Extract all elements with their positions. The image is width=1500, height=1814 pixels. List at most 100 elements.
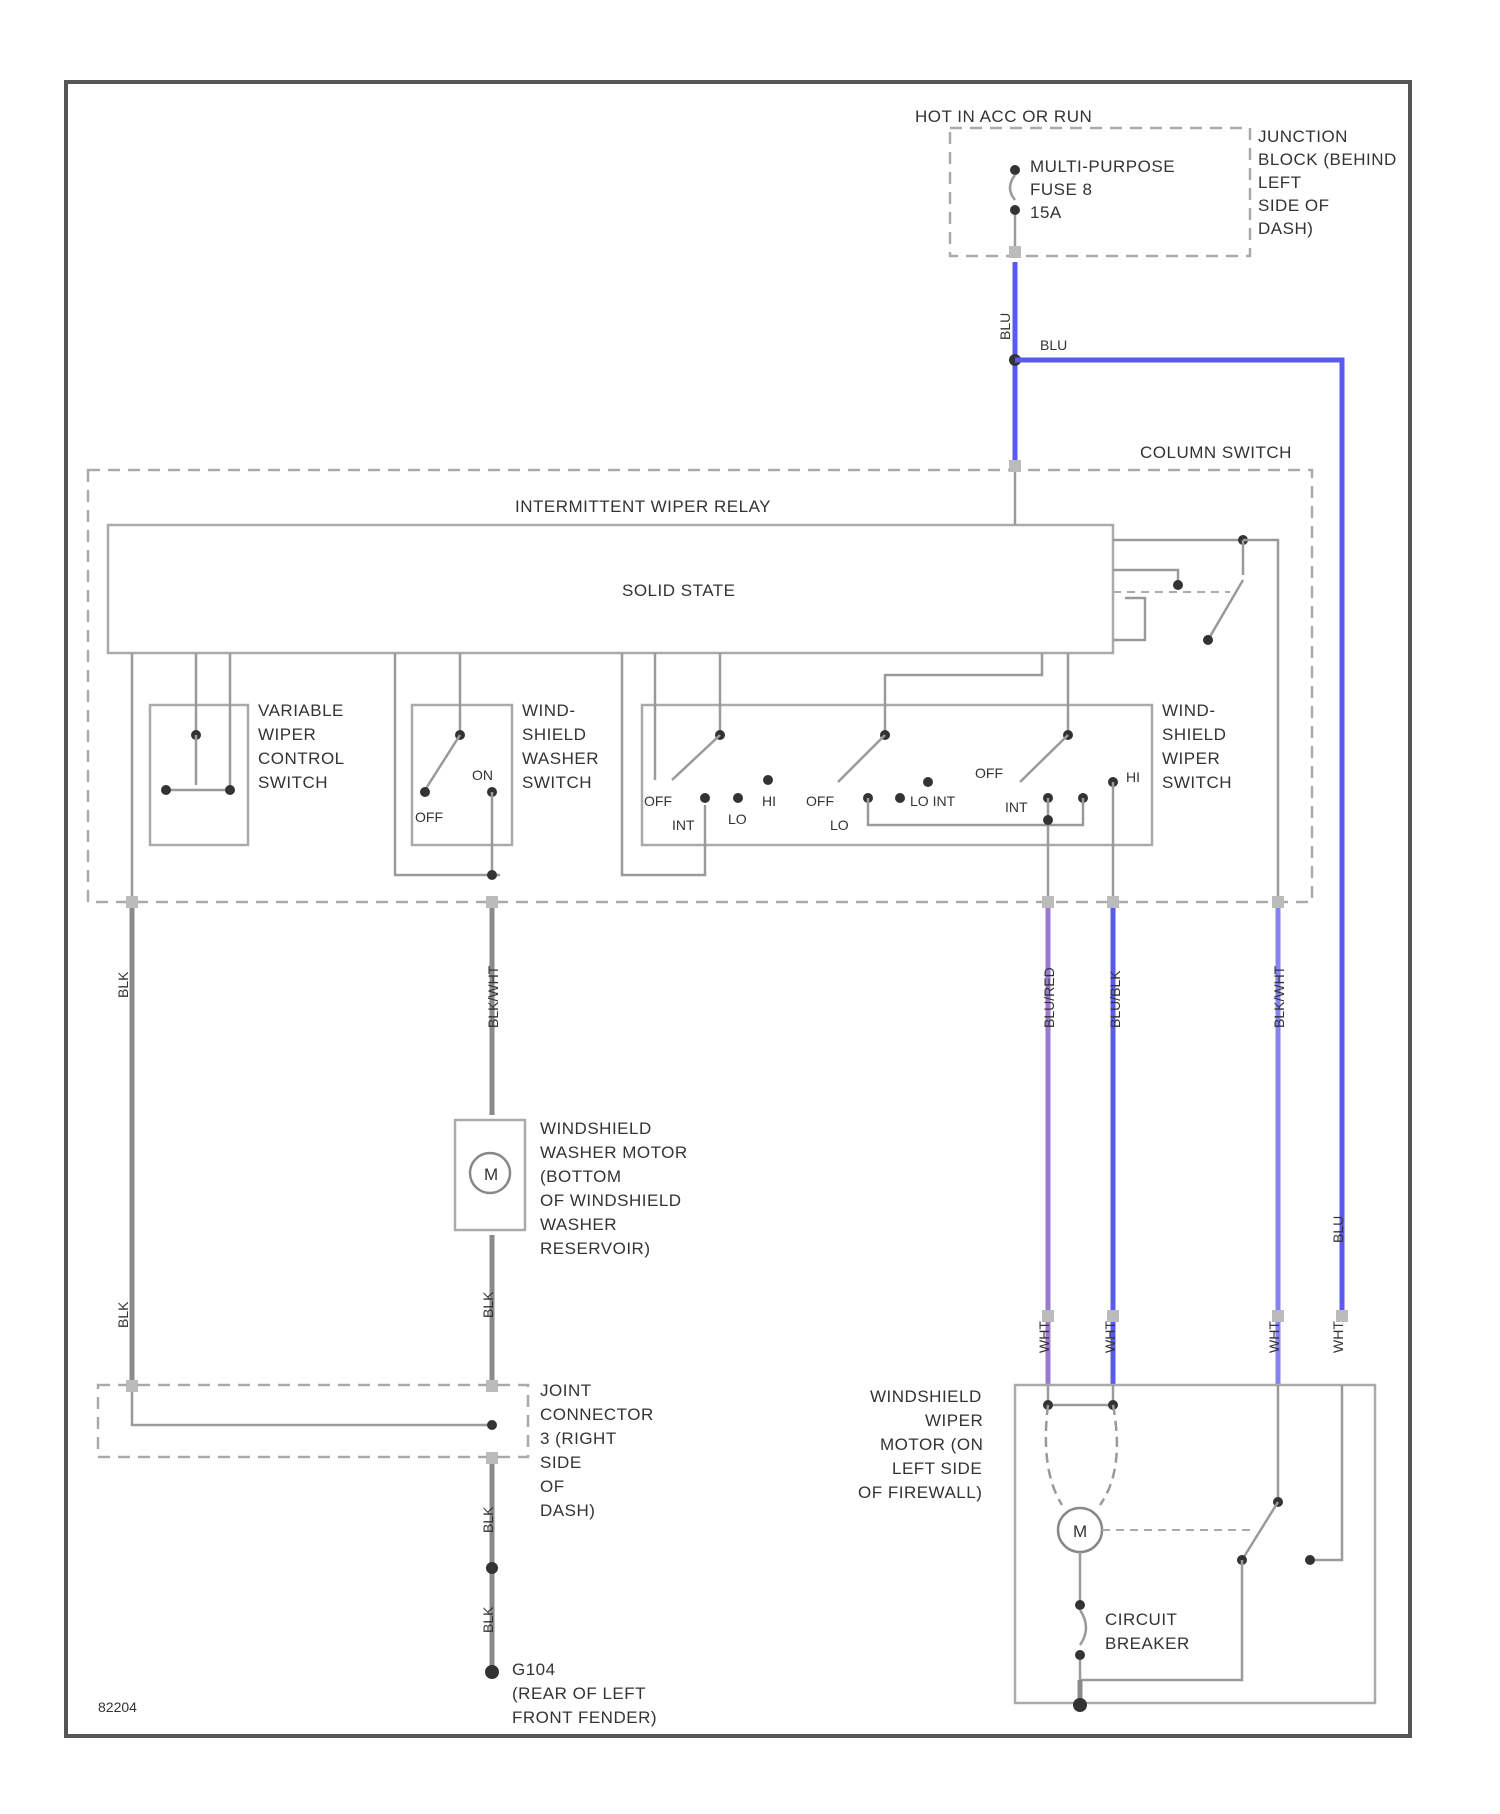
variable-switch-box xyxy=(150,705,248,845)
washer-switch-label-3: WASHER xyxy=(522,749,599,768)
power-source-label: HOT IN ACC OR RUN xyxy=(915,107,1092,126)
wiper-switch-label-4: SWITCH xyxy=(1162,773,1232,792)
joint-connector-label-1: JOINT xyxy=(540,1381,592,1400)
wire-label-blk-wht: BLK/WHT xyxy=(485,965,501,1028)
joint-connector-label-6: DASH) xyxy=(540,1501,595,1520)
wiper-switch-label-2: SHIELD xyxy=(1162,725,1226,744)
joint-connector-label-5: OF xyxy=(540,1477,565,1496)
wiper-switch-lead-c xyxy=(885,653,1042,735)
washer-switch-label-4: SWITCH xyxy=(522,773,592,792)
wiper-motor-label-2: WIPER xyxy=(925,1411,983,1430)
wire-label-blu-wht: BLK/WHT xyxy=(1271,965,1287,1028)
wiper-sw3-arm xyxy=(1020,735,1068,782)
wiper-lo-int-label: LO INT xyxy=(910,793,956,809)
wiper-off-label-1: OFF xyxy=(644,793,672,809)
variable-switch-label-2: WIPER xyxy=(258,725,316,744)
wiper-lo-label-2: LO xyxy=(830,817,849,833)
breaker-terminal-bottom xyxy=(1075,1650,1085,1660)
ground-splice xyxy=(486,1562,498,1574)
wiper-off-label-2: OFF xyxy=(806,793,834,809)
wiper-hi-label-3: HI xyxy=(1126,769,1140,785)
washer-on-label: ON xyxy=(472,767,493,783)
circuit-breaker-label-2: BREAKER xyxy=(1105,1634,1190,1653)
fuse-terminal-bottom xyxy=(1010,205,1020,215)
park-switch-contact-2 xyxy=(1305,1555,1315,1565)
wire-label-blk-ground: BLK xyxy=(480,1606,496,1633)
wire-label-blk-lower: BLK xyxy=(480,1506,496,1533)
wiper-sw1-int xyxy=(700,793,710,803)
wiper-motor-label-5: OF FIREWALL) xyxy=(858,1483,982,1502)
relay-contact-3 xyxy=(1173,580,1183,590)
relay-contact-2 xyxy=(1203,635,1213,645)
wiper-motor-ground-icon xyxy=(1073,1698,1087,1712)
fuse-icon xyxy=(1010,175,1015,200)
wiper-off-label-3: OFF xyxy=(975,765,1003,781)
wiper-motor-box xyxy=(1015,1385,1375,1703)
wire-label-blu-blk: BLU/BLK xyxy=(1107,970,1123,1028)
ground-label-3: FRONT FENDER) xyxy=(512,1708,657,1727)
washer-switch-label-2: SHIELD xyxy=(522,725,586,744)
joint-connector-label-2: CONNECTOR xyxy=(540,1405,654,1424)
wire-label-wht-1: WHT xyxy=(1036,1321,1052,1353)
washer-switch-off-contact xyxy=(420,787,430,797)
wire-label-blk-left-2: BLK xyxy=(115,1301,131,1328)
breaker-terminal-top xyxy=(1075,1600,1085,1610)
wiper-motor-windings xyxy=(1046,1405,1117,1505)
wiper-motor-label-4: LEFT SIDE xyxy=(892,1459,982,1478)
wiper-int-label-3: INT xyxy=(1005,799,1028,815)
wiper-switch-frame-lead xyxy=(622,653,705,875)
washer-switch-label-1: WIND- xyxy=(522,701,575,720)
relay-label: INTERMITTENT WIPER RELAY xyxy=(515,497,771,516)
fuse-terminal-top xyxy=(1010,165,1020,175)
wiper-switch-label-3: WIPER xyxy=(1162,749,1220,768)
connector-ticks xyxy=(126,246,1348,1464)
figure-id: 82204 xyxy=(98,1699,137,1715)
washer-motor-label-6: RESERVOIR) xyxy=(540,1239,651,1258)
joint-connector-splice xyxy=(487,1420,497,1430)
junction-block-label-5: DASH) xyxy=(1258,219,1313,238)
washer-motor-label-2: WASHER MOTOR xyxy=(540,1143,688,1162)
wiper-motor-label-3: MOTOR (ON xyxy=(880,1435,983,1454)
wiper-sw1-hi xyxy=(763,775,773,785)
column-switch-outline xyxy=(88,470,1312,902)
washer-motor-label-1: WINDSHIELD xyxy=(540,1119,652,1138)
wiper-output-splice xyxy=(1043,815,1053,825)
relay-switch-arm xyxy=(1208,580,1243,640)
washer-switch-arm xyxy=(425,735,460,790)
ground-icon xyxy=(485,1665,499,1679)
blu-branch-wire xyxy=(1015,360,1342,1310)
variable-switch-end-1 xyxy=(161,785,171,795)
junction-block-outline xyxy=(950,128,1250,256)
wire-label-blu-branch: BLU xyxy=(1040,337,1067,353)
park-switch-blu-lead xyxy=(1310,1385,1342,1560)
wiper-int-label-1: INT xyxy=(672,817,695,833)
wiper-sw1-lo xyxy=(733,793,743,803)
fuse-label-1: MULTI-PURPOSE xyxy=(1030,157,1175,176)
junction-block-label-1: JUNCTION xyxy=(1258,127,1348,146)
wiper-sw2-a xyxy=(895,793,905,803)
wiper-motor-label-1: WINDSHIELD xyxy=(870,1387,982,1406)
wiper-sw1-arm xyxy=(672,735,720,780)
wiper-hi-label-1: HI xyxy=(762,793,776,809)
wire-label-blk-left: BLK xyxy=(115,971,131,998)
relay-to-output-4 xyxy=(1243,540,1278,900)
wire-label-wht-3: WHT xyxy=(1266,1321,1282,1353)
junction-block-label-2: BLOCK (BEHIND xyxy=(1258,150,1397,169)
washer-motor-m: M xyxy=(484,1165,499,1184)
wiper-motor-brush-link xyxy=(1048,1385,1113,1405)
wire-label-blu-feed: BLU xyxy=(997,313,1013,340)
wire-label-blk-mid: BLK xyxy=(480,1291,496,1318)
joint-connector-label-3: 3 (RIGHT xyxy=(540,1429,617,1448)
variable-switch-label-4: SWITCH xyxy=(258,773,328,792)
washer-motor-label-4: OF WINDSHIELD xyxy=(540,1191,682,1210)
wire-label-wht-4: WHT xyxy=(1330,1321,1346,1353)
joint-connector-bus xyxy=(132,1385,492,1425)
washer-motor-label-5: WASHER xyxy=(540,1215,617,1234)
circuit-breaker-icon xyxy=(1080,1610,1086,1645)
fuse-label-3: 15A xyxy=(1030,203,1062,222)
wiper-lo-label-1: LO xyxy=(728,811,747,827)
relay-loop xyxy=(1113,598,1145,640)
washer-off-label: OFF xyxy=(415,809,443,825)
wiper-motor-m: M xyxy=(1073,1522,1088,1541)
